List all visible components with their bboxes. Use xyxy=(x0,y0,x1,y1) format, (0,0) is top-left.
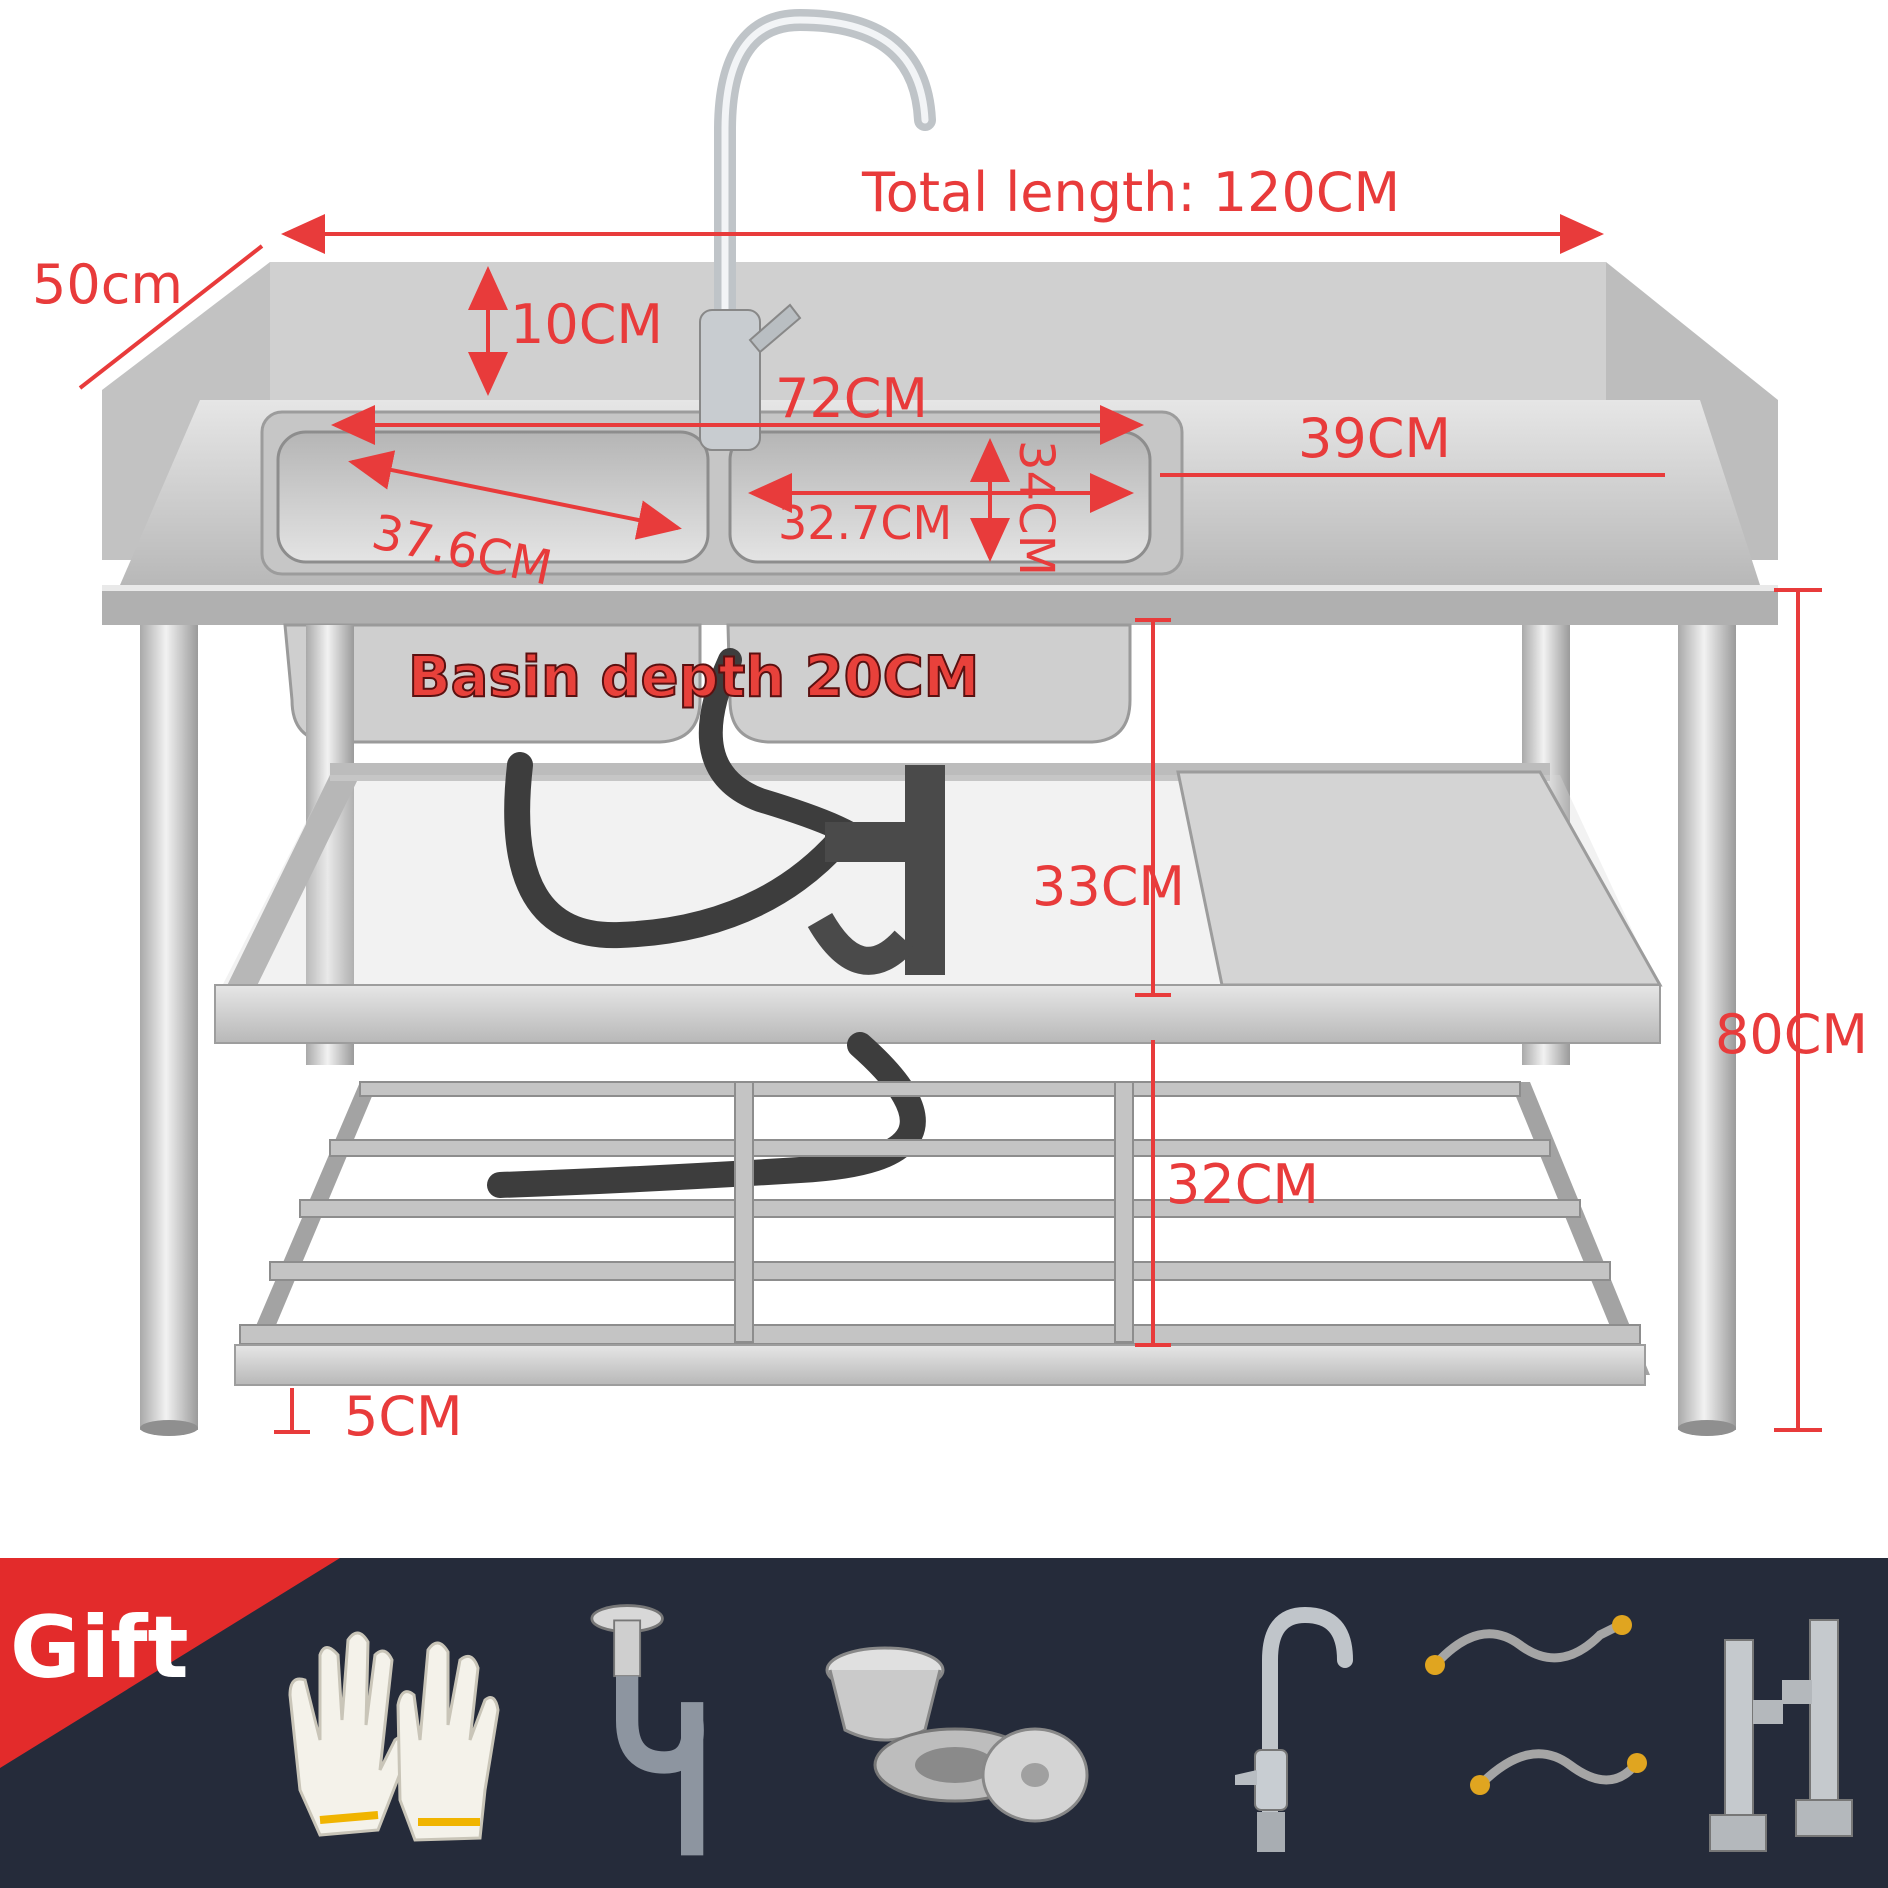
drainboard-tray xyxy=(1176,770,1663,987)
basin-area-width-label: 72CM xyxy=(775,367,929,430)
gift-label: Gift xyxy=(10,1598,189,1698)
leg-front-left xyxy=(140,625,198,1430)
right-basin-depth-label: 34CM xyxy=(1008,440,1064,577)
middle-shelf-side-left xyxy=(220,775,360,1000)
lower-clearance-label: 32CM xyxy=(1166,1153,1320,1216)
left-drain-hose xyxy=(504,752,853,949)
middle-shelf-front xyxy=(214,984,1661,1044)
angle-valve-icon xyxy=(1709,1619,1853,1852)
drainboard-width-label: 39CM xyxy=(1298,407,1452,470)
right-basin-bowl xyxy=(726,623,1132,744)
hose-icon xyxy=(1425,1615,1647,1795)
upper-clearance-label: 33CM xyxy=(1032,855,1186,918)
strainer-basket-icon xyxy=(825,1646,1089,1823)
leg-front-right xyxy=(1678,625,1736,1430)
drain-trap-pipe xyxy=(905,765,945,975)
bottom-rack-bars xyxy=(239,1081,1641,1345)
basin-depth-label: Basin depth 20CM xyxy=(407,645,980,710)
foot-height-label: 5CM xyxy=(344,1385,463,1448)
total-height-label: 80CM xyxy=(1715,1003,1869,1066)
bottom-rack-front xyxy=(234,1344,1646,1386)
total-length-label: Total length: 120CM xyxy=(862,161,1401,224)
backsplash-height-label: 10CM xyxy=(510,293,664,356)
dimension-lines xyxy=(78,214,1822,1434)
drain-trap-icon xyxy=(590,1604,704,1856)
backsplash xyxy=(270,262,1606,400)
counter-front-edge xyxy=(102,585,1778,625)
depth-label: 50cm xyxy=(32,253,184,316)
faucet-icon xyxy=(1235,1606,1353,1852)
left-basin-bowl xyxy=(283,623,702,744)
right-basin-width-label: 32.7CM xyxy=(778,496,953,550)
gloves-icon xyxy=(288,1631,500,1842)
outlet-hose xyxy=(487,1032,926,1198)
